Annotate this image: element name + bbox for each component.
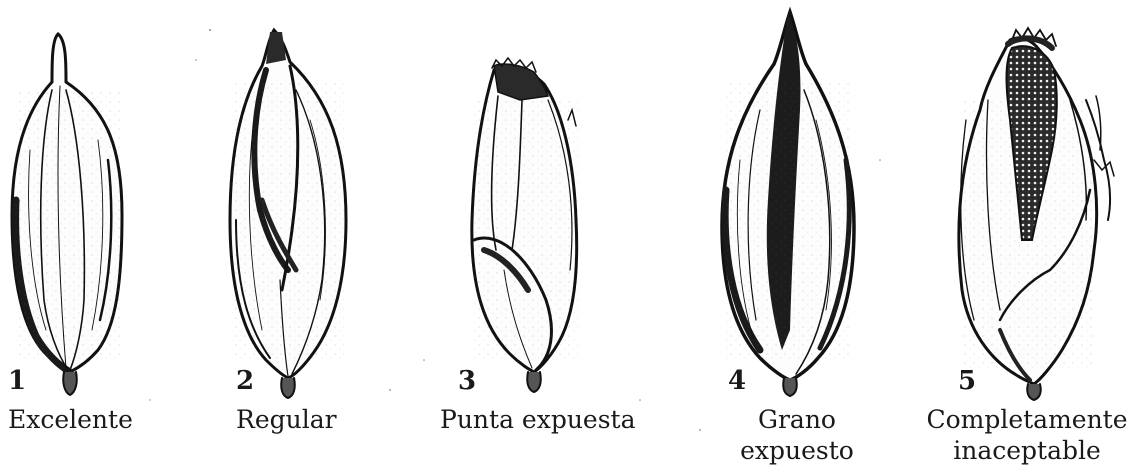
grain-1-caption-line-1: Excelente <box>8 404 133 435</box>
grain-5-caption: Completamente inaceptable <box>910 404 1144 466</box>
grain-5-number: 5 <box>958 368 976 394</box>
grain-4-caption-line-1: Grano <box>722 404 872 435</box>
grain-2-regular-drawing <box>230 30 346 398</box>
grain-3-caption: Punta expuesta <box>440 404 636 435</box>
grain-4-grano-expuesto-drawing <box>722 12 854 396</box>
grain-4-number: 4 <box>728 368 746 394</box>
grain-5-caption-line-1: Completamente <box>910 404 1144 435</box>
grain-5-caption-line-2: inaceptable <box>910 435 1144 466</box>
grain-3-caption-line-1: Punta expuesta <box>440 404 636 435</box>
grain-2-caption-line-1: Regular <box>236 404 337 435</box>
grain-2-number: 2 <box>236 368 254 394</box>
grain-5-completamente-inaceptable-drawing <box>959 28 1114 400</box>
grain-2-caption: Regular <box>236 404 337 435</box>
grain-1-caption: Excelente <box>8 404 133 435</box>
grain-4-caption: Grano expuesto <box>722 404 872 466</box>
grain-4-caption-line-2: expuesto <box>722 435 872 466</box>
grain-1-excelente-drawing <box>12 34 122 395</box>
grain-3-punta-expuesta-drawing <box>472 58 578 392</box>
grain-3-number: 3 <box>458 368 476 394</box>
grain-1-number: 1 <box>8 368 26 394</box>
